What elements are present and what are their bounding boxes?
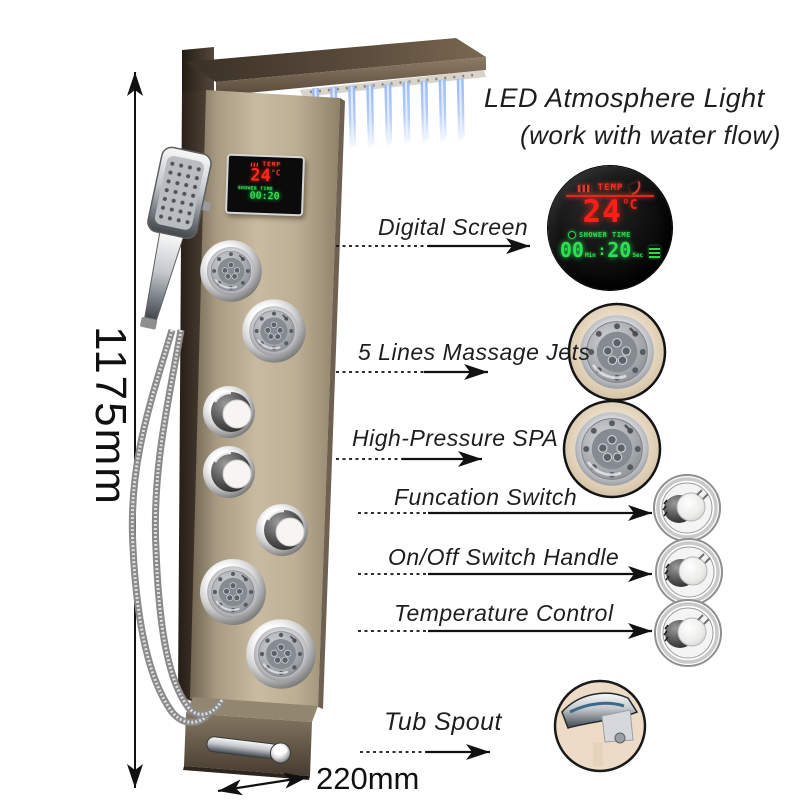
panel-temp-readout: 24 °C — [249, 165, 281, 187]
lcd-header-row: TEMP — [577, 180, 644, 196]
panel-minutes: 00 — [249, 190, 262, 202]
lcd-temp-readout: 24 °C — [583, 197, 638, 228]
width-dimension-arrow — [217, 772, 309, 796]
lcd-sec-unit: Sec — [632, 252, 644, 259]
massage-jet-callout — [567, 302, 667, 402]
tub-spout-label: Tub Spout — [384, 708, 503, 736]
signal-bars-icon — [577, 184, 591, 192]
led-atmosphere-light-label: LED Atmosphere Light — [484, 83, 765, 113]
function-switch-callout — [652, 473, 722, 543]
height-dimension-label: 1175mm — [86, 326, 135, 506]
lcd-seconds: 20 — [607, 238, 632, 262]
temperature-control-label: Temperature Control — [394, 600, 614, 626]
hand-shower — [140, 146, 212, 330]
digital-screen-callout: TEMP 24 °C SHOWER TIME 00 Min : 20 Sec — [548, 166, 672, 290]
on-off-handle-callout — [654, 537, 724, 607]
function-switch-label: Funcation Switch — [394, 484, 578, 510]
panel-temp-unit: °C — [270, 168, 281, 178]
shower-head-arm — [182, 38, 486, 99]
callout-arrows — [336, 238, 652, 760]
water-level-bars-icon — [649, 246, 661, 258]
lcd-red-divider — [566, 195, 654, 197]
clock-icon — [568, 231, 576, 239]
lcd-minutes: 00 — [559, 238, 584, 262]
lcd-time-separator: : — [597, 243, 607, 259]
led-nozzle-row — [309, 73, 475, 94]
width-dimension-label: 220mm — [316, 761, 420, 796]
digital-screen-label: Digital Screen — [378, 214, 529, 240]
lcd-min-unit: Min — [584, 252, 596, 259]
spray-icon — [628, 180, 644, 196]
lcd-temp-value: 24 — [582, 194, 622, 230]
spa-jet-callout — [562, 399, 662, 499]
lcd-time-readout: 00 Min : 20 Sec — [559, 238, 661, 262]
spa-label: High-Pressure SPA — [352, 425, 559, 451]
panel-time-readout: 00:20 — [249, 190, 280, 203]
on-off-handle-label: On/Off Switch Handle — [388, 544, 620, 570]
massage-jets-label: 5 Lines Massage Jets — [358, 339, 591, 365]
lcd-temp-label: TEMP — [597, 183, 624, 193]
panel-temp-value: 24 — [249, 165, 272, 187]
lcd-temp-unit: °C — [621, 198, 638, 213]
lcd-shower-time-label: SHOWER TIME — [579, 231, 631, 239]
temperature-knob-callout — [653, 598, 723, 668]
tub-spout-callout — [553, 679, 647, 773]
panel-seconds: 20 — [267, 191, 280, 203]
lcd-shower-time-row: SHOWER TIME — [568, 231, 631, 239]
panel-tub-spout — [206, 736, 291, 764]
led-atmosphere-light-subtitle: (work with water flow) — [520, 120, 781, 150]
panel-massage-jets — [200, 240, 316, 689]
shower-hose — [128, 329, 226, 726]
panel-digital-screen: TEMP 24 °C SHOWER TIME 00:20 — [224, 153, 306, 217]
